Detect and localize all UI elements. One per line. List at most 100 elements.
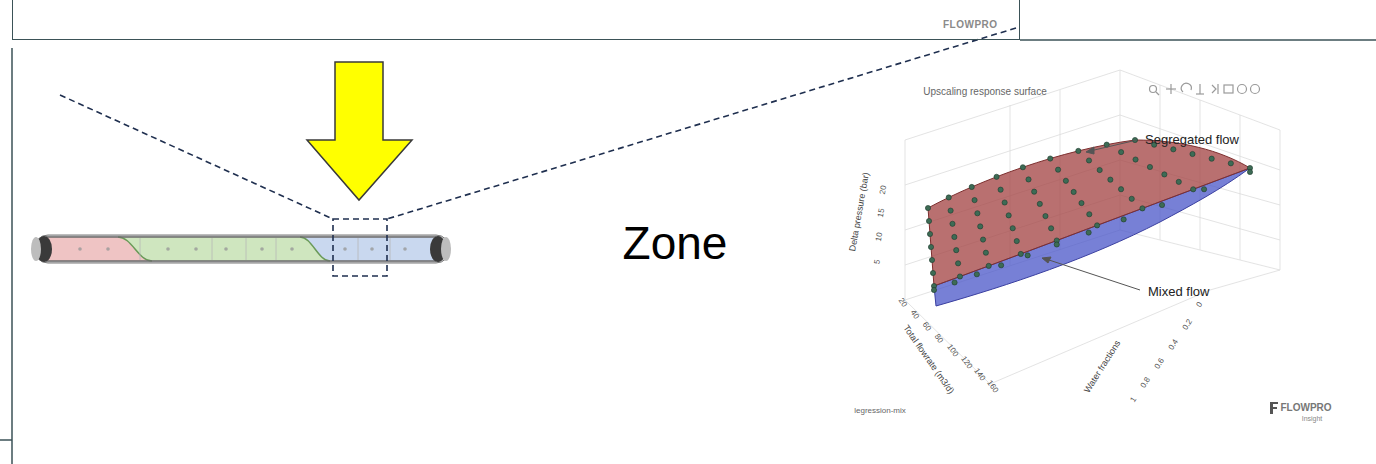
data-point (1026, 177, 1031, 182)
logo-text: Insight (1302, 415, 1323, 423)
data-point (929, 257, 934, 262)
data-point (1018, 251, 1023, 256)
zoom-line (387, 28, 1016, 219)
data-point (1071, 189, 1076, 194)
data-point (1140, 206, 1145, 211)
data-point (998, 187, 1003, 192)
data-point (1086, 230, 1091, 235)
panel-box: FLOWPRO (12, 0, 1020, 40)
tick-label: 0.8 (1139, 376, 1152, 390)
data-point (974, 272, 979, 277)
tick-label: 80 (932, 333, 944, 345)
data-point (1049, 226, 1054, 231)
logo-text: FLOWPRO (943, 19, 998, 30)
data-point (1162, 172, 1167, 177)
tick-label: 10 (875, 232, 885, 242)
data-point (972, 198, 977, 203)
toolbar-icons (1150, 83, 1260, 95)
data-point (952, 280, 957, 285)
data-point (1076, 148, 1081, 153)
data-point (994, 174, 999, 179)
tick-label: 1 (1129, 396, 1139, 404)
data-point (1129, 196, 1134, 201)
data-point (1032, 189, 1037, 194)
data-point (1043, 213, 1048, 218)
tick-label: 140 (972, 367, 987, 383)
data-point (950, 221, 955, 226)
data-point (1159, 202, 1164, 207)
data-point (1171, 147, 1176, 152)
data-point (1108, 177, 1113, 182)
data-point (952, 234, 957, 239)
logo-text: FLOWPRO (1280, 402, 1331, 413)
data-point (926, 218, 931, 223)
data-point (927, 231, 932, 236)
data-point (1087, 212, 1092, 217)
data-point (1201, 187, 1206, 192)
data-point (925, 205, 930, 210)
data-point (1086, 158, 1091, 163)
data-point (1054, 242, 1059, 247)
data-point (928, 244, 933, 249)
logo-mark (1270, 402, 1278, 414)
panel-border (0, 439, 12, 441)
data-point (946, 195, 951, 200)
data-point (1118, 187, 1123, 192)
segregated-flow-surface (928, 140, 1250, 286)
tick-label: 5 (873, 259, 882, 265)
axis-title: Total flowrate (m3/d) (901, 324, 956, 396)
data-point (1002, 200, 1007, 205)
panel-border (1020, 39, 1376, 41)
data-point (1095, 223, 1100, 228)
data-point (1055, 167, 1060, 172)
data-point (1147, 164, 1152, 169)
leader-line (1042, 140, 1140, 290)
chart-note: legression-mix (854, 407, 906, 416)
data-point (1209, 156, 1214, 161)
panel-border (11, 48, 13, 464)
data-point (978, 224, 983, 229)
data-point (980, 237, 985, 242)
data-point (954, 248, 959, 253)
data-point (975, 211, 980, 216)
surface-label: Mixed flow (1148, 285, 1209, 299)
tick-label: 40 (908, 309, 920, 321)
chart-title: Upscaling response surface (923, 86, 1046, 97)
zoom-box (333, 219, 387, 276)
data-points (925, 137, 1252, 292)
data-point (931, 287, 936, 292)
data-point (1020, 165, 1025, 170)
tick-label: 0.6 (1153, 357, 1166, 371)
data-point (1014, 238, 1019, 243)
tick-label: 20 (879, 185, 889, 195)
tick-label: 60 (920, 321, 932, 333)
zoom-line (60, 95, 333, 219)
data-point (1119, 149, 1124, 154)
data-point (948, 208, 953, 213)
data-point (1063, 178, 1068, 183)
data-point (955, 261, 960, 266)
tick-label: 0 (1195, 301, 1205, 309)
tick-label: 15 (877, 208, 887, 218)
tick-label: 20 (896, 297, 908, 309)
data-point (1025, 253, 1030, 258)
data-point (1191, 187, 1196, 192)
focus-arrow (307, 62, 412, 200)
data-point (1190, 151, 1195, 156)
data-point (1037, 201, 1042, 206)
data-point (969, 184, 974, 189)
zone-label: Zone (623, 218, 728, 269)
surface-label: Segregated flow (1145, 133, 1239, 147)
data-point (1006, 213, 1011, 218)
data-point (1228, 161, 1233, 166)
tick-label: 160 (985, 379, 1000, 395)
data-point (986, 263, 991, 268)
data-point (1010, 226, 1015, 231)
data-point (1247, 169, 1252, 174)
data-point (1048, 156, 1053, 161)
tick-label: 0.2 (1181, 318, 1194, 332)
axis-title: Water fractions (1083, 339, 1123, 395)
data-point (930, 270, 935, 275)
data-point (1121, 217, 1126, 222)
chart-grid (905, 70, 1280, 384)
